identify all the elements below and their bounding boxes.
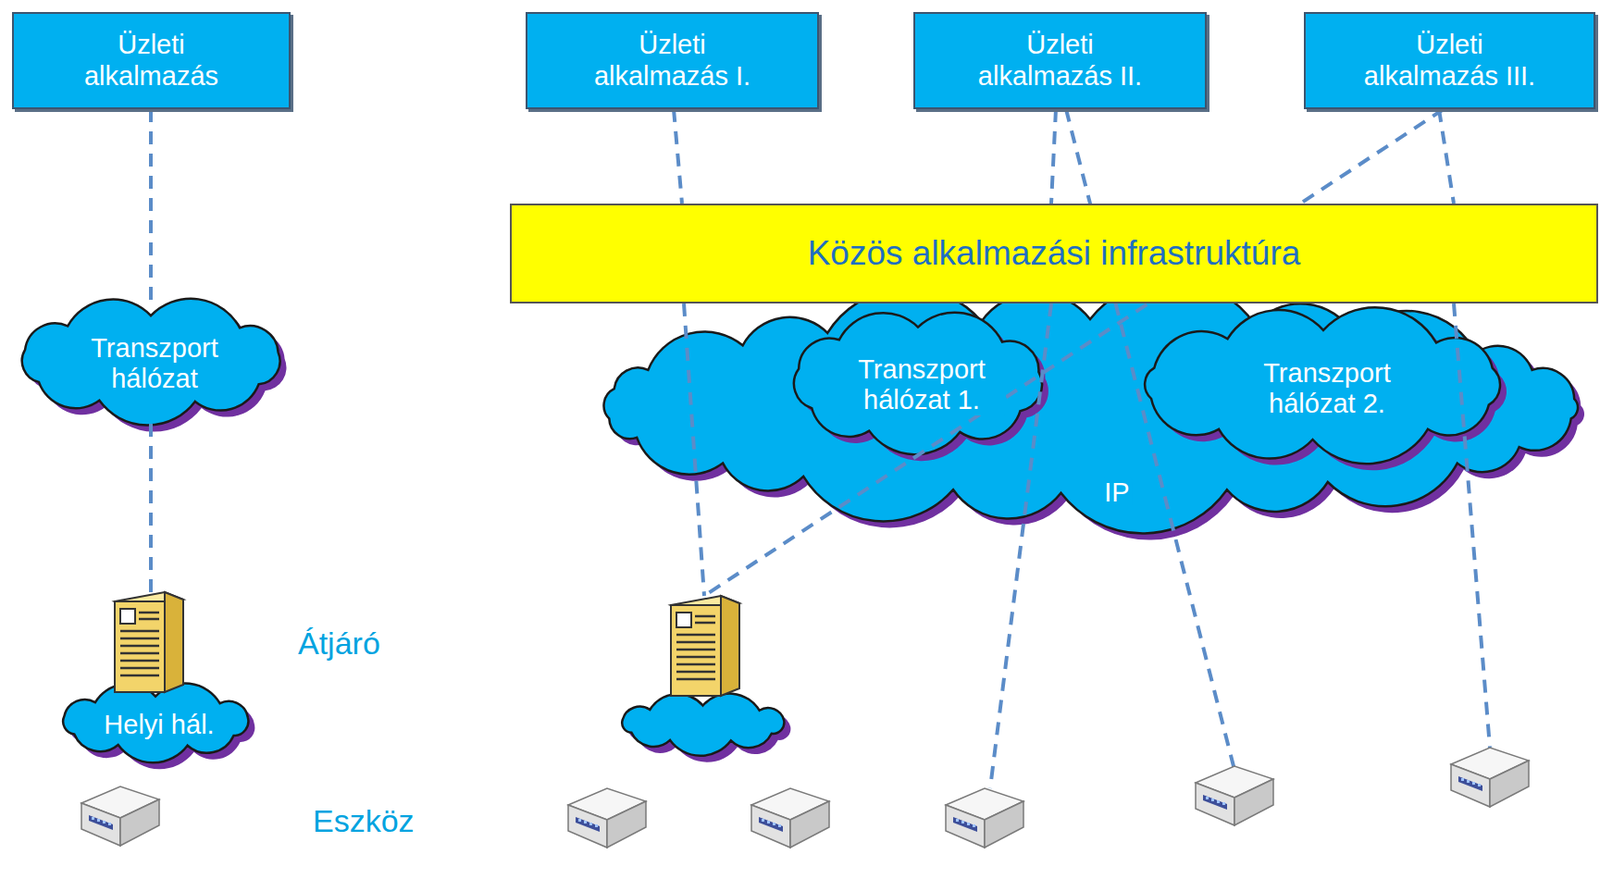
cloud-outline [62, 683, 249, 764]
cloud-outline [604, 280, 1578, 534]
infrastructure-band: Közös alkalmazási infrastruktúra [509, 203, 1599, 304]
side-label: Eszköz [312, 803, 415, 840]
device-icon [1451, 747, 1529, 807]
application-box: Üzleti alkalmazás III. [1303, 12, 1596, 110]
device-icon [945, 788, 1024, 848]
dashed-connector [1438, 109, 1454, 204]
network-cloud: Transzport hálózat [0, 294, 310, 434]
node-label: Transzport hálózat 1. [838, 354, 1006, 417]
gateway-server [670, 595, 740, 696]
device-icon [751, 788, 830, 848]
node-label: Üzleti alkalmazás I. [577, 29, 768, 92]
cloud-outline [22, 298, 281, 426]
network-cloud: Helyi hál. [46, 681, 273, 770]
node-label: Közös alkalmazási infrastruktúra [807, 234, 1302, 274]
dashed-connector [148, 109, 153, 304]
application-box: Üzleti alkalmazás I. [525, 12, 819, 110]
network-cloud: Transzport hálózat 1. [773, 305, 1070, 465]
device-icon [81, 786, 160, 846]
device-icon [1195, 766, 1274, 826]
cloud-outline [1144, 307, 1501, 464]
node-label: Üzleti alkalmazás III. [1354, 29, 1545, 92]
side-label: Átjáró [297, 625, 381, 662]
network-cloud: Transzport hálózat 2. [1120, 305, 1534, 472]
local-network-cloud [621, 694, 791, 763]
dashed-link [148, 423, 153, 593]
node-label: Transzport hálózat 2. [1243, 358, 1412, 421]
node-label: Transzport hálózat [71, 333, 239, 396]
dashed-connector [1051, 109, 1056, 204]
node-label: IP [1101, 477, 1132, 509]
cloud-shadow [628, 700, 791, 763]
cloud-outline [621, 694, 784, 757]
node-label: Üzleti alkalmazás II. [965, 29, 1155, 92]
device-icon [568, 788, 646, 848]
node-label: Helyi hál. [100, 709, 217, 741]
application-box: Üzleti alkalmazás [12, 12, 291, 110]
network-cloud: IP Transzport hálózat 1. Transzport hálóza… [579, 294, 1600, 526]
dashed-connector [673, 109, 683, 204]
gateway-server [114, 592, 184, 693]
cloud-outline [793, 312, 1042, 455]
node-label: Üzleti alkalmazás [56, 29, 247, 92]
application-box: Üzleti alkalmazás II. [913, 12, 1207, 110]
